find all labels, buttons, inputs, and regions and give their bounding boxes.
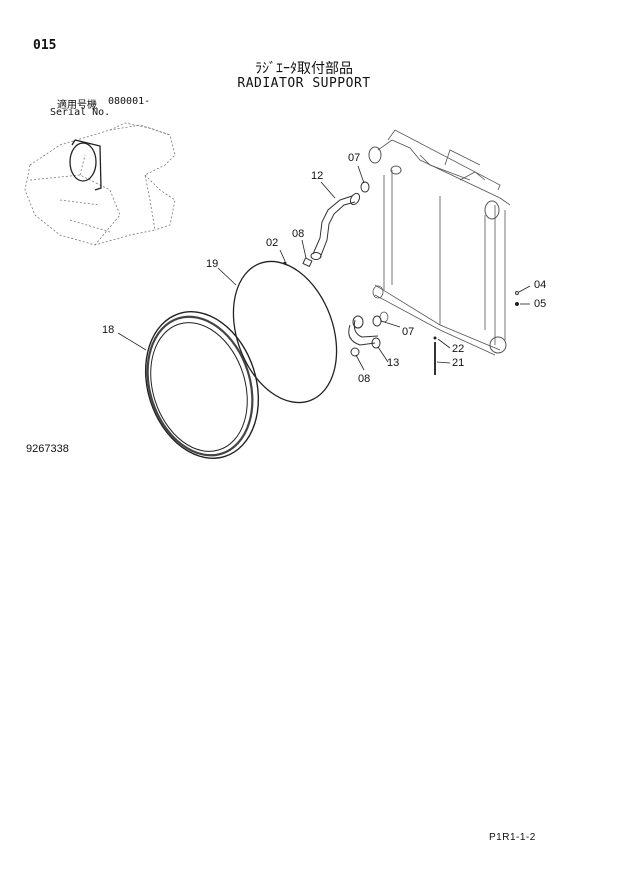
shroud-ring-18 <box>144 311 260 459</box>
upper-hose-12 <box>310 192 361 260</box>
callout-21: 21 <box>452 357 465 369</box>
serial-label-english: Serial No. <box>50 107 111 118</box>
clamp-08-lower <box>350 347 360 357</box>
bolt-04 <box>515 291 519 295</box>
serial-label-japanese: 適用号機 <box>57 100 97 111</box>
clamp-07-lower <box>372 315 382 327</box>
title-english: RADIATOR SUPPORT <box>237 76 371 91</box>
serial-value: 080001- <box>108 96 151 107</box>
radiator-assembly <box>368 129 511 356</box>
callout-13: 13 <box>387 357 400 369</box>
bolt-22 <box>433 336 437 340</box>
drawing-number: 9267338 <box>26 443 69 455</box>
bolt-02 <box>283 261 287 265</box>
clamp-07-upper <box>360 181 370 193</box>
callout-18: 18 <box>102 324 115 336</box>
page-code: P1R1-1-2 <box>489 832 536 843</box>
washer-05 <box>515 302 519 306</box>
leader-lines <box>117 165 531 371</box>
radiator-locator-icon <box>69 139 102 191</box>
callout-02: 02 <box>266 237 279 249</box>
clamp-08-upper <box>302 257 313 268</box>
callout-22: 22 <box>452 343 465 355</box>
machine-locator-inset <box>24 122 176 246</box>
callout-07-lower: 07 <box>402 326 415 338</box>
callout-19: 19 <box>206 258 219 270</box>
seal-19 <box>232 260 338 404</box>
page-number: 015 <box>33 38 57 53</box>
callout-08-lower: 08 <box>358 373 371 385</box>
lower-hose-13 <box>348 315 381 349</box>
title-japanese: ﾗｼﾞｴｰﾀ取付部品 <box>255 61 353 77</box>
callout-08-upper: 08 <box>292 228 305 240</box>
callout-05: 05 <box>534 298 547 310</box>
callout-07-upper: 07 <box>348 152 361 164</box>
callout-04: 04 <box>534 279 547 291</box>
callout-12: 12 <box>311 170 324 182</box>
